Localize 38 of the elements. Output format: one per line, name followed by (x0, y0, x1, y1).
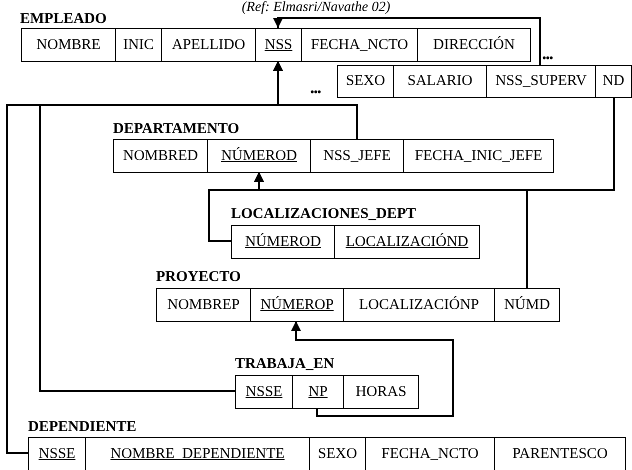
attribute-cell: LOCALIZACIÓNP (343, 288, 495, 322)
ellipsis-text: ... (310, 80, 320, 94)
table-name: TRABAJA_EN (235, 355, 334, 373)
key-attribute-cell: NSSE (28, 437, 86, 470)
attribute-cell: NOMBREP (156, 288, 251, 322)
attribute-cell: DIRECCIÓN (417, 28, 531, 62)
attribute-cell: NSS_JEFE (310, 139, 404, 173)
table-name: PROYECTO (156, 268, 241, 286)
attribute-cell: NÚMD (494, 288, 560, 322)
key-attribute-cell: NÚMEROD (207, 139, 311, 173)
attribute-cell: PARENTESCO (494, 437, 626, 470)
attribute-cell: FECHA_INIC_JEFE (403, 139, 554, 173)
attribute-cell: ND (595, 65, 632, 98)
reference-note: (Ref: Elmasri/Navathe 02) (240, 0, 392, 16)
table-name: DEPARTAMENTO (113, 120, 240, 138)
attribute-cell: SEXO (337, 65, 394, 98)
arrow (291, 321, 454, 417)
key-attribute-cell: NSSE (235, 375, 293, 409)
arrow (6, 61, 283, 454)
key-attribute-cell: NÚMEROD (231, 225, 335, 259)
attribute-cell: INIC (115, 28, 162, 62)
attribute-cell: NOMBRED (113, 139, 208, 173)
arrow (254, 97, 615, 191)
key-attribute-cell: NÚMEROP (250, 288, 344, 322)
key-attribute-cell: NSS (255, 28, 302, 62)
table-name: LOCALIZACIONES_DEPT (231, 205, 416, 223)
table-name: EMPLEADO (20, 10, 107, 28)
ellipsis-text: ... (542, 46, 552, 60)
attribute-cell: NSS_SUPERV (486, 65, 596, 98)
arrow (273, 17, 541, 65)
attribute-cell: SALARIO (393, 65, 487, 98)
attribute-cell: NOMBRE (21, 28, 116, 62)
table-name: DEPENDIENTE (28, 418, 136, 436)
attribute-cell: HORAS (343, 375, 419, 409)
key-attribute-cell: LOCALIZACIÓND (334, 225, 480, 259)
key-attribute-cell: NP (292, 375, 344, 409)
attribute-cell: APELLIDO (161, 28, 256, 62)
attribute-cell: FECHA_NCTO (301, 28, 418, 62)
